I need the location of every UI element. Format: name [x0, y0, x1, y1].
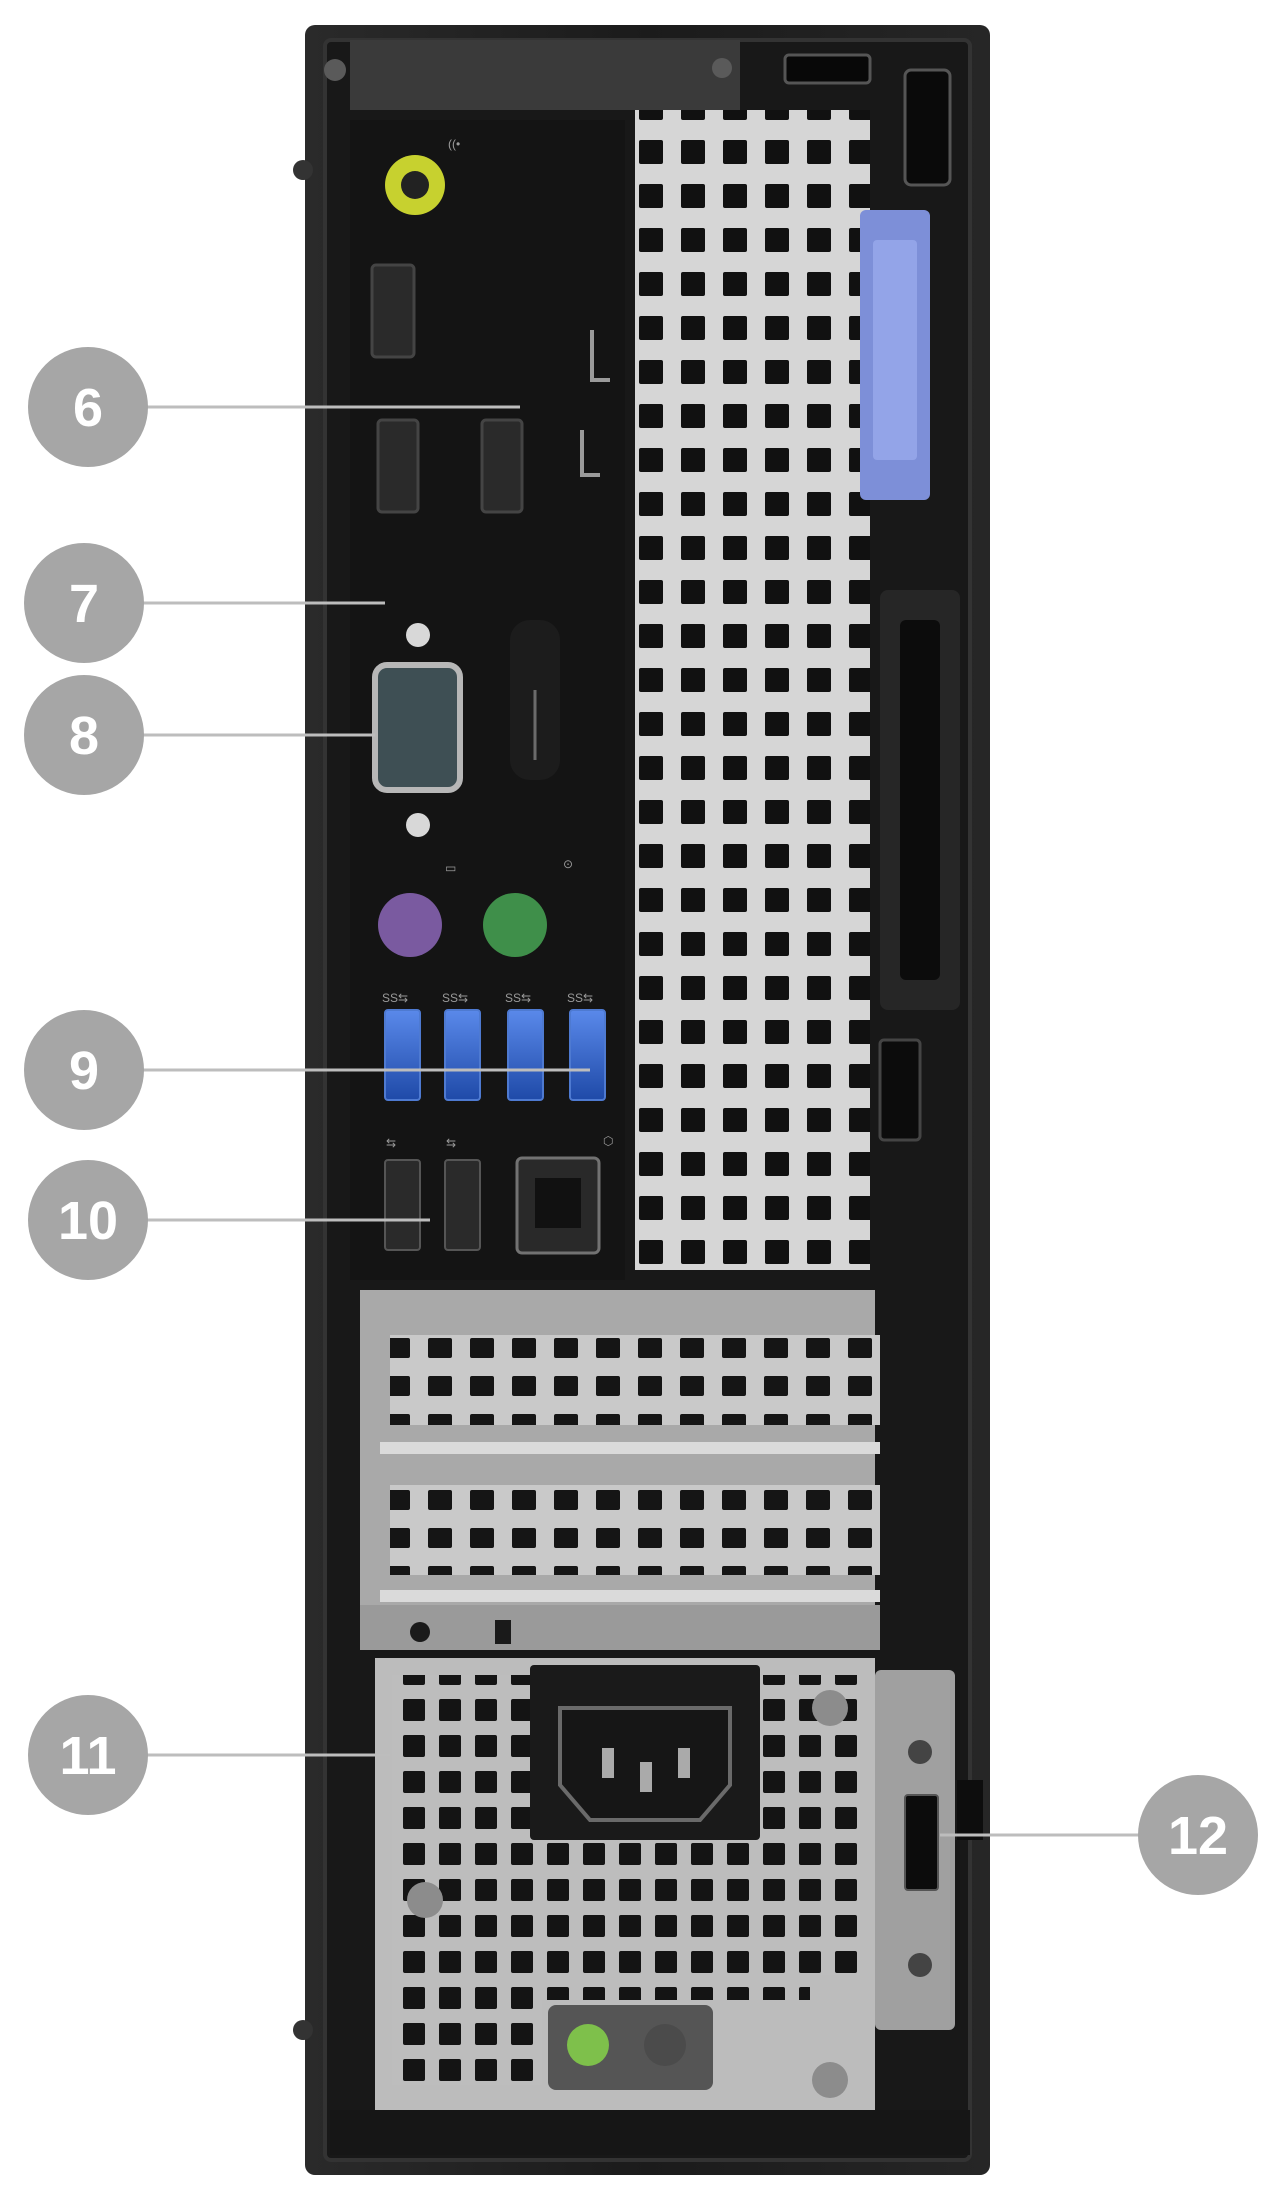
- psu-vent-left: [392, 1675, 542, 2085]
- usb3-port-4: [569, 1009, 606, 1101]
- callout-12-circle: [1138, 1775, 1258, 1895]
- displayport-right: [480, 418, 524, 514]
- callout-7: 7: [24, 543, 144, 663]
- right-side-opening-3: [878, 1038, 922, 1142]
- ps2-keyboard-port: [378, 893, 442, 957]
- ps2-keyboard-label: ▭: [445, 861, 456, 875]
- expansion-divider-bottom: [380, 1590, 880, 1602]
- right-side-opening-2: [900, 620, 940, 980]
- left-top-knob: [293, 160, 313, 180]
- callout-11-circle: [28, 1695, 148, 1815]
- audio-jack-label: ((•: [448, 137, 460, 151]
- power-pin-center: [640, 1762, 652, 1792]
- video-port-bracket-mark: [590, 330, 610, 382]
- video-port-bracket-mark-2: [580, 430, 600, 477]
- callout-11-label: 11: [59, 1726, 116, 1786]
- psu-test-button: [644, 2024, 686, 2066]
- expansion-vent-bottom: [390, 1485, 880, 1575]
- audio-jack-inner: [401, 171, 429, 199]
- top-screw-left: [324, 59, 346, 81]
- top-bracket: [350, 40, 740, 110]
- left-foot: [293, 2020, 313, 2040]
- network-port-inner: [535, 1178, 581, 1228]
- usb2-symbol-1: ⇆: [386, 1136, 396, 1150]
- right-top-latch: [903, 68, 952, 187]
- release-latch-ridge: [873, 240, 917, 460]
- callout-10: 10: [28, 1160, 148, 1280]
- serial-screw-bottom: [406, 813, 430, 837]
- psu-test-led: [567, 2024, 609, 2066]
- usb2-port-1: [384, 1159, 421, 1251]
- ps2-mouse-label: ⊙: [563, 857, 573, 871]
- callout-6: 6: [28, 347, 148, 467]
- bottom-edge: [330, 2110, 970, 2155]
- security-slot: [904, 1794, 939, 1891]
- psu-screw-bottom-left: [407, 1882, 443, 1918]
- network-symbol: ⬡: [603, 1134, 613, 1148]
- usb3-port-3: [507, 1009, 544, 1101]
- psu-screw-top-right: [812, 1690, 848, 1726]
- top-screw-right: [712, 58, 732, 78]
- security-screw-top: [908, 1740, 932, 1764]
- callout-10-circle: [28, 1160, 148, 1280]
- callout-6-circle: [28, 347, 148, 467]
- power-pin-left: [602, 1748, 614, 1778]
- callout-7-circle: [24, 543, 144, 663]
- callout-9-circle: [24, 1010, 144, 1130]
- callout-8-circle: [24, 675, 144, 795]
- usb2-symbol-2: ⇆: [446, 1136, 456, 1150]
- lower-bar-hole-1: [410, 1622, 430, 1642]
- main-vent-grille: [635, 110, 870, 1270]
- top-right-slot: [783, 53, 872, 85]
- callout-9-label: 9: [69, 1041, 99, 1101]
- security-loop: [957, 1780, 983, 1840]
- power-pin-right: [678, 1748, 690, 1778]
- usb3-port-1: [384, 1009, 421, 1101]
- ps2-mouse-port: [483, 893, 547, 957]
- lower-bar-hole-2: [495, 1620, 511, 1644]
- expansion-divider-top: [380, 1442, 880, 1454]
- usb3-symbol-2: SS⇆: [442, 991, 468, 1005]
- hdmi-port: [370, 263, 416, 359]
- callout-12: 12: [1138, 1775, 1258, 1895]
- callout-7-label: 7: [69, 574, 99, 634]
- callout-8: 8: [24, 675, 144, 795]
- serial-port: [372, 662, 463, 793]
- displayport-left: [376, 418, 420, 514]
- usb3-symbol-1: SS⇆: [382, 991, 408, 1005]
- security-screw-bottom: [908, 1953, 932, 1977]
- psu-vent-bottom: [535, 1840, 810, 2000]
- lower-bar: [360, 1605, 880, 1650]
- serial-screw-top: [406, 623, 430, 647]
- callout-10-label: 10: [58, 1191, 118, 1251]
- expansion-vent-top: [390, 1335, 880, 1425]
- psu-screw-bottom-right: [812, 2062, 848, 2098]
- callout-6-label: 6: [73, 378, 103, 438]
- callout-8-label: 8: [69, 706, 99, 766]
- callout-12-label: 12: [1168, 1806, 1228, 1866]
- usb3-symbol-4: SS⇆: [567, 991, 593, 1005]
- callout-9: 9: [24, 1010, 144, 1130]
- usb3-port-2: [444, 1009, 481, 1101]
- usb2-port-2: [444, 1159, 481, 1251]
- usb3-symbol-3: SS⇆: [505, 991, 531, 1005]
- callout-11: 11: [28, 1695, 148, 1815]
